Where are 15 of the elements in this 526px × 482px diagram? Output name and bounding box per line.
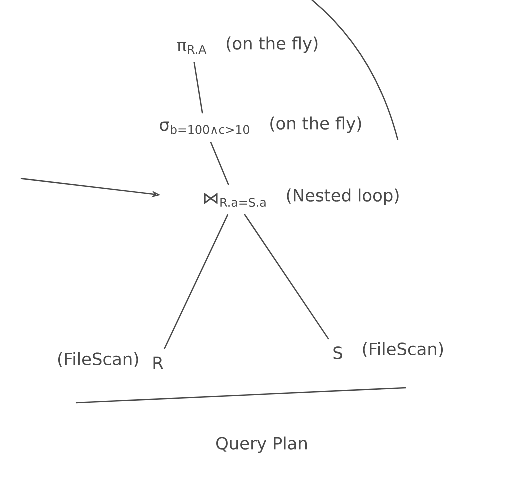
- annotation-text: (on the fly): [270, 116, 362, 134]
- annotation-text: (on the fly): [227, 36, 318, 54]
- annotation-text: (FileScan): [363, 342, 444, 358]
- tree-line: [164, 214, 229, 350]
- operator-text: R: [154, 356, 164, 370]
- annotation-text: (Nested loop): [287, 188, 399, 206]
- tree-line: [194, 62, 204, 114]
- caption-text: Query Plan: [216, 436, 307, 454]
- annotation-text: (FileScan): [58, 352, 138, 368]
- tree-line: [244, 214, 330, 340]
- operator-text: ⋈$_{R.a=S.a}$: [204, 192, 266, 208]
- tree-line: [210, 142, 230, 186]
- operator-text: π$_{R.A}$: [177, 42, 207, 54]
- operator-text: S: [334, 346, 342, 360]
- operator-text: σ$_{b=100∧c>10}$: [160, 122, 250, 134]
